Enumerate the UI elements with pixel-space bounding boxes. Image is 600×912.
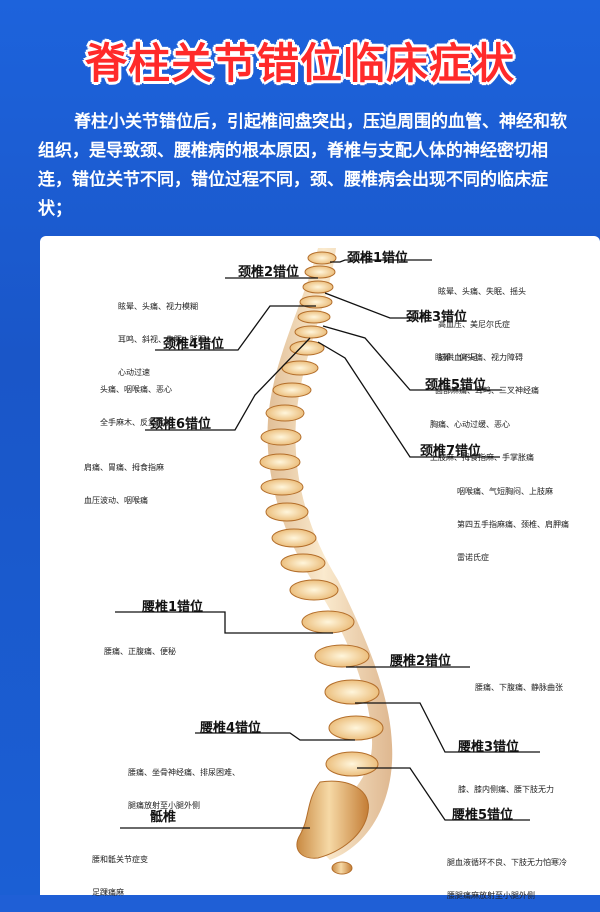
symptom-line: 第四五手指麻痛、颈椎、肩胛痛 bbox=[457, 520, 569, 529]
symptom-line: 面部麻痛、耳鸣、三叉神经痛 bbox=[435, 386, 539, 395]
spinal-column bbox=[267, 248, 393, 860]
label-l4: 腰椎4错位 bbox=[200, 721, 262, 736]
symptom-line: 腿血液循环不良、下肢无力怕寒冷 bbox=[447, 858, 567, 867]
label-sacrum: 骶椎 bbox=[150, 810, 177, 825]
symptoms-l3: 膝、膝内侧痛、腰下肢无力 bbox=[458, 762, 554, 806]
leader-c7 bbox=[317, 341, 500, 458]
symptom-line: 心动过速 bbox=[118, 368, 150, 377]
label-c4: 颈椎4错位 bbox=[163, 337, 225, 352]
symptom-line: 腰痛、正腹痛、便秘 bbox=[104, 647, 176, 656]
symptoms-c1: 眩晕、头痛、失眠、摇头 高血压、美尼尔氏症 脑供血不足 bbox=[438, 264, 526, 374]
symptom-line: 腰和骶关节症变 bbox=[92, 855, 148, 864]
symptoms-c3: 眩晕、偏头痛、视力障碍 面部麻痛、耳鸣、三叉神经痛 bbox=[435, 330, 539, 407]
leader-l4 bbox=[195, 732, 355, 741]
vertebrae-stack bbox=[259, 251, 384, 875]
symptoms-c6: 肩痛、胃痛、拇食指麻 血压波动、咽喉痛 bbox=[84, 440, 164, 517]
label-l3: 腰椎3错位 bbox=[458, 740, 520, 755]
label-c5: 颈椎5错位 bbox=[425, 378, 487, 393]
leader-c3 bbox=[324, 292, 432, 319]
symptoms-c7: 咽喉痛、气短胸闷、上肢麻 第四五手指麻痛、颈椎、肩胛痛 雷诺氏症 bbox=[457, 464, 569, 574]
symptom-line: 腰痛、下腹痛、静脉曲张 bbox=[475, 683, 563, 692]
symptom-line: 雷诺氏症 bbox=[457, 553, 489, 562]
symptom-line: 耳鸣、斜视、失眠、眨眼 bbox=[118, 335, 206, 344]
symptom-line: 膝、膝内侧痛、腰下肢无力 bbox=[458, 785, 554, 794]
symptom-line: 眩晕、头痛、失眠、摇头 bbox=[438, 287, 526, 296]
label-l1: 腰椎1错位 bbox=[142, 600, 204, 615]
label-c3: 颈椎3错位 bbox=[406, 310, 468, 325]
leader-l1 bbox=[115, 611, 333, 634]
symptom-line: 咽喉痛、气短胸闷、上肢麻 bbox=[457, 487, 553, 496]
symptom-line: 腰腿痛麻放射至小腿外侧 bbox=[447, 891, 535, 900]
symptom-line: 肩痛、胃痛、拇食指麻 bbox=[84, 463, 164, 472]
symptom-line: 眩晕、偏头痛、视力障碍 bbox=[435, 353, 523, 362]
symptoms-c4: 头痛、咽喉痛、恶心 全手麻木、反复落枕 bbox=[100, 362, 172, 439]
sacrum bbox=[296, 780, 369, 859]
symptoms-l2: 腰痛、下腹痛、静脉曲张 bbox=[475, 660, 563, 704]
symptoms-sacrum: 腰和骶关节症变 足踝痛麻 bbox=[92, 832, 148, 909]
leader-lines bbox=[115, 259, 540, 829]
leader-c1 bbox=[330, 259, 432, 263]
symptoms-l4: 腰痛、坐骨神经痛、排尿困难、 腿痛放射至小腿外侧 bbox=[128, 745, 240, 822]
symptom-line: 上肢麻、拇食指麻、手掌胀痛 bbox=[430, 453, 534, 462]
symptoms-c5: 胸痛、心动过缓、恶心 上肢麻、拇食指麻、手掌胀痛 bbox=[430, 397, 534, 474]
label-l2: 腰椎2错位 bbox=[390, 654, 452, 669]
label-c6: 颈椎6错位 bbox=[150, 417, 212, 432]
label-l5: 腰椎5错位 bbox=[452, 808, 514, 823]
label-c2: 颈椎2错位 bbox=[238, 265, 300, 280]
symptom-line: 高血压、美尼尔氏症 bbox=[438, 320, 510, 329]
symptom-line: 全手麻木、反复落枕 bbox=[100, 418, 172, 427]
leader-c4 bbox=[155, 305, 316, 351]
symptom-line: 腿痛放射至小腿外侧 bbox=[128, 801, 200, 810]
symptom-line: 眩晕、头痛、视力模糊 bbox=[118, 302, 198, 311]
symptom-line: 头痛、咽喉痛、恶心 bbox=[100, 385, 172, 394]
symptom-line: 血压波动、咽喉痛 bbox=[84, 496, 148, 505]
label-c7: 颈椎7错位 bbox=[420, 444, 482, 459]
intro-paragraph: 脊柱小关节错位后，引起椎间盘突出，压迫周围的血管、神经和软组织，是导致颈、腰椎病… bbox=[38, 112, 567, 219]
symptom-line: 胸痛、心动过缓、恶心 bbox=[430, 420, 510, 429]
leader-l5 bbox=[357, 767, 530, 821]
page-title: 脊柱关节错位临床症状 bbox=[84, 39, 515, 88]
symptom-line: 腰痛、坐骨神经痛、排尿困难、 bbox=[128, 768, 240, 777]
label-c1: 颈椎1错位 bbox=[347, 251, 409, 266]
symptoms-l5: 腿血液循环不良、下肢无力怕寒冷 腰腿痛麻放射至小腿外侧 bbox=[447, 835, 567, 912]
symptom-line: 脑供血不足 bbox=[438, 353, 478, 362]
symptoms-l1: 腰痛、正腹痛、便秘 bbox=[104, 624, 176, 668]
leader-l3 bbox=[355, 702, 540, 753]
symptom-line: 足踝痛麻 bbox=[92, 888, 124, 897]
leader-c6 bbox=[145, 337, 311, 431]
leader-c5 bbox=[322, 325, 502, 391]
symptoms-c2: 眩晕、头痛、视力模糊 耳鸣、斜视、失眠、眨眼 心动过速 bbox=[118, 279, 206, 389]
